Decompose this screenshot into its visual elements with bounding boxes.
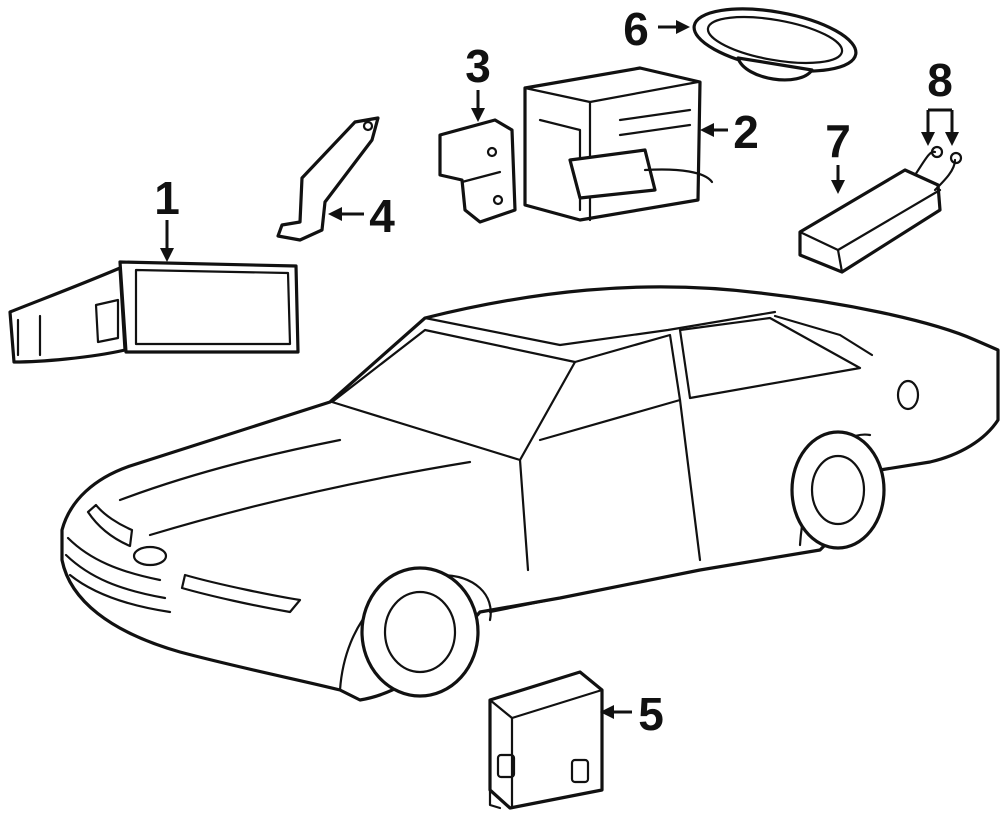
part-8-cables [913, 145, 963, 192]
part-1-display-unit [8, 260, 300, 364]
callout-7: 7 [825, 115, 851, 167]
part-3-bracket [438, 118, 517, 224]
callout-8: 8 [927, 54, 953, 106]
callout-6: 6 [623, 3, 649, 55]
callout-5: 5 [638, 688, 664, 740]
part-4-support-arm [276, 116, 380, 242]
leader-lines [160, 20, 959, 719]
callout-4: 4 [369, 190, 395, 242]
part-6-speaker [692, 7, 858, 82]
car-illustration [60, 285, 1000, 702]
callout-1: 1 [154, 172, 180, 224]
part-2-radio-unit [523, 66, 714, 222]
callout-2: 2 [733, 106, 759, 158]
callout-3: 3 [465, 40, 491, 92]
part-5-control-module [488, 670, 604, 810]
part-7-antenna-module [798, 168, 942, 274]
callout-labels: 1 2 3 4 5 6 7 8 [154, 3, 953, 740]
